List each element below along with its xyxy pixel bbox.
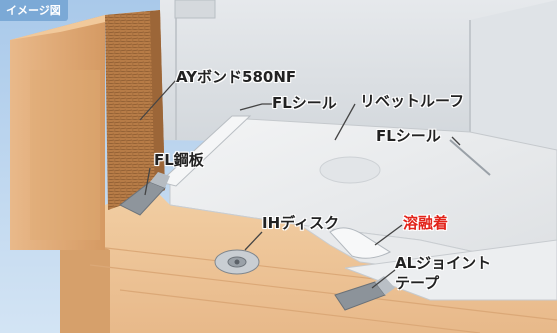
sheet-disk-mark [319, 156, 381, 184]
leader-ay-bond [139, 79, 177, 121]
wall-panel-line [175, 0, 177, 140]
label-fl-seal-left: FLシール [272, 94, 337, 112]
al-joint-sheet [344, 239, 557, 301]
parapet-grain [30, 70, 100, 240]
label-fl-seal-right: FLシール [376, 127, 441, 145]
image-badge: イメージ図 [0, 0, 68, 21]
leader-fl-seal-right [451, 136, 461, 146]
fl-seal-strip-right [449, 139, 491, 176]
parapet-post [10, 15, 105, 250]
wall-side-right [470, 0, 557, 170]
fl-steel-plate-top [150, 172, 170, 188]
bond-layer [105, 10, 165, 210]
label-al-joint-line2: テープ [395, 274, 440, 292]
bond-layer-edge [150, 10, 165, 195]
leader-ih-disk [244, 231, 263, 251]
wood-deck-front [60, 225, 110, 333]
label-al-joint-line1: ALジョイント [395, 254, 492, 272]
leader-fl-seal-left [239, 103, 272, 111]
leader-fusion [374, 224, 403, 246]
fusion-flap [329, 227, 392, 259]
leader-rivet-roof [334, 103, 356, 141]
leader-lines [139, 79, 461, 289]
label-fusion: 溶融着 [403, 214, 449, 232]
label-ih-disk: IHディスク [262, 214, 340, 232]
label-fl-steel-plate: FL鋼板 [154, 151, 204, 169]
label-ay-bond: AYボンド580NF [176, 68, 297, 86]
leader-al-joint [371, 269, 396, 289]
ih-disk-screw [234, 259, 240, 265]
window-frame [174, 0, 216, 19]
label-rivet-roof: リベットルーフ [360, 92, 465, 110]
al-joint-tape-top [375, 276, 395, 295]
fl-seal-strip-back [158, 115, 252, 187]
leader-fl-steel [144, 167, 151, 196]
